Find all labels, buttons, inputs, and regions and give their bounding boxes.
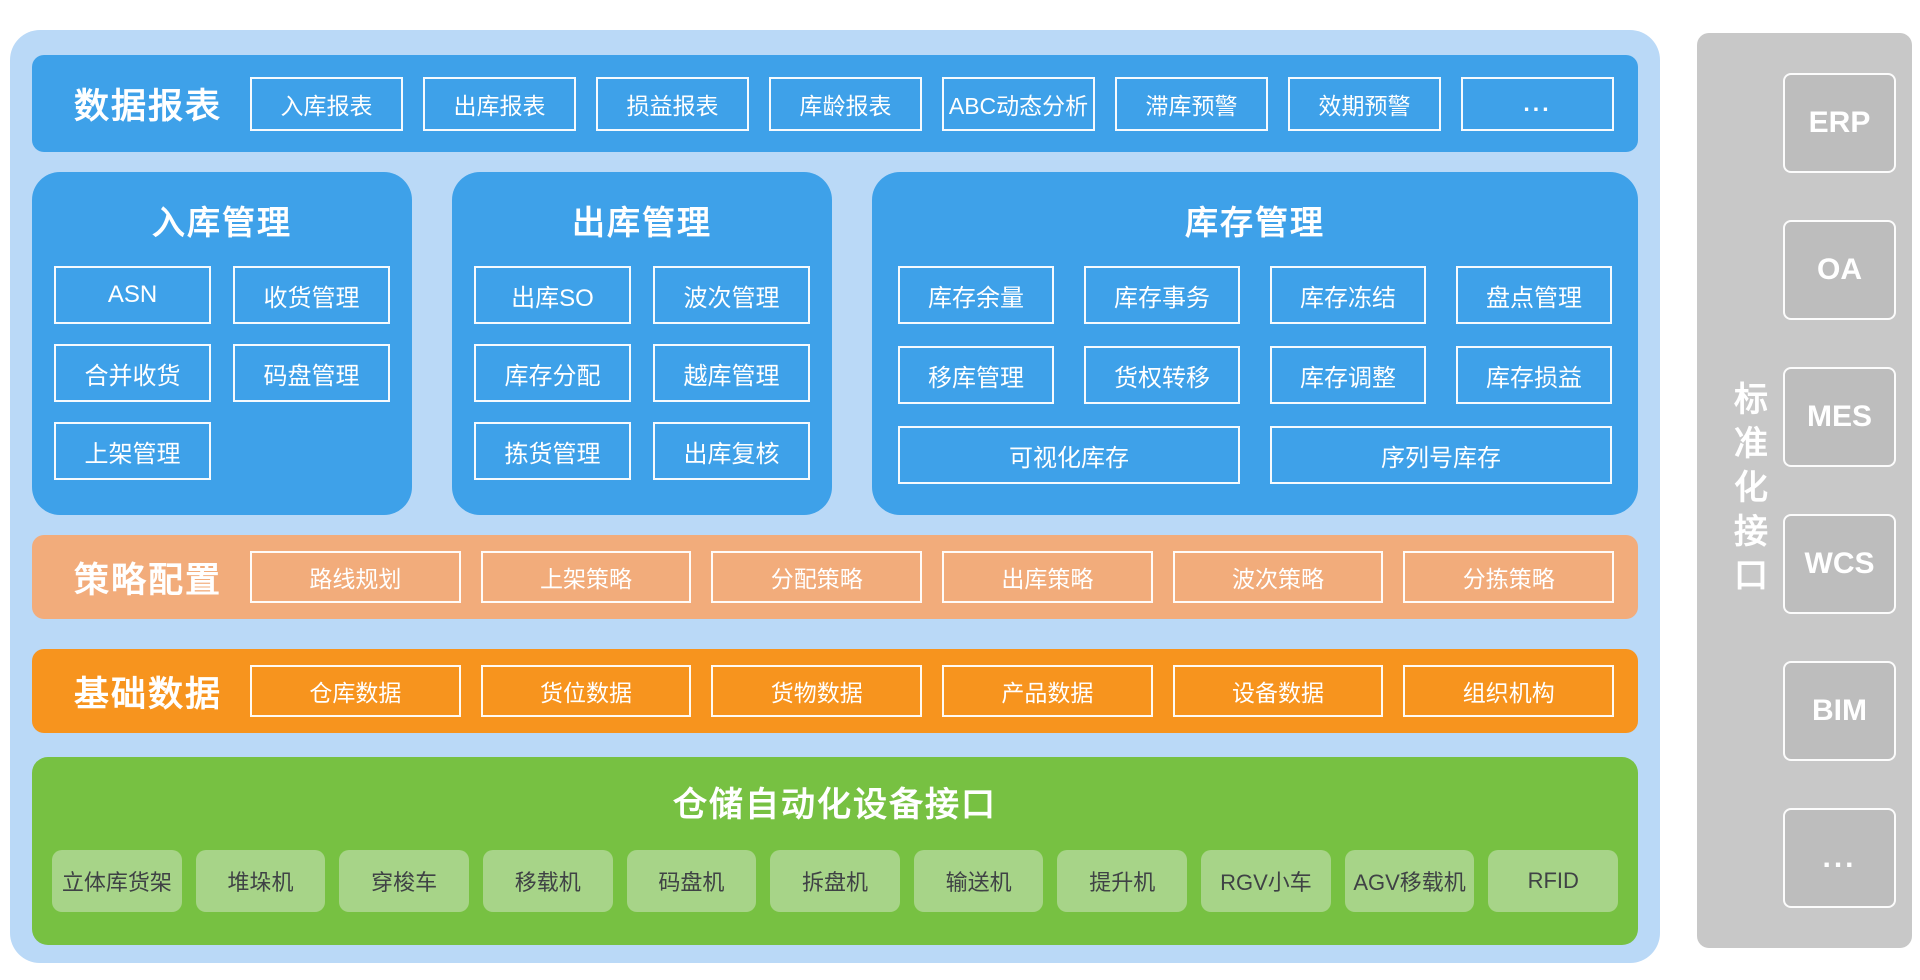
standard-interface-title: 标准化接口 [1728,380,1767,601]
standard-interface-panel: 标准化接口 ERP OA MES WCS BIM ... [1697,33,1912,948]
inbound-management-panel: 入库管理 ASN 收货管理 合并收货 码盘管理 上架管理 [32,172,412,515]
interface-item-mes: MES [1783,367,1896,467]
strategy-item-wave-strategy: 波次策略 [1172,551,1384,603]
report-item-outbound-report: 出库报表 [423,76,577,131]
module-picking-mgmt: 拣货管理 [474,422,631,480]
data-reports-items: 入库报表 出库报表 损益报表 库龄报表 ABC动态分析 滞库预警 效期预警 ..… [250,76,1615,131]
module-merge-receiving: 合并收货 [54,344,211,402]
module-relocation-mgmt: 移库管理 [898,346,1054,404]
automation-equipment-panel: 仓储自动化设备接口 立体库货架 堆垛机 穿梭车 移载机 码盘机 拆盘机 输送机 … [32,757,1638,945]
inbound-panel-grid: ASN 收货管理 合并收货 码盘管理 上架管理 [54,266,390,480]
module-putaway-mgmt: 上架管理 [54,422,211,480]
base-data-item-warehouse: 仓库数据 [250,665,461,717]
module-asn: ASN [54,266,211,324]
data-reports-bar: 数据报表 入库报表 出库报表 损益报表 库龄报表 ABC动态分析 滞库预警 效期… [32,55,1638,152]
device-asrs-rack: 立体库货架 [52,850,182,912]
report-item-more: ... [1461,76,1615,131]
device-conveyor: 输送机 [913,850,1044,912]
data-reports-title: 数据报表 [74,87,223,126]
strategy-item-route-planning: 路线规划 [250,551,461,603]
device-stacker-crane: 堆垛机 [195,850,326,912]
report-item-stock-age-report: 库龄报表 [769,76,923,131]
module-ownership-transfer: 货权转移 [1084,346,1240,404]
device-depalletizer: 拆盘机 [770,850,900,912]
device-rfid: RFID [1488,850,1619,912]
device-rgv-cart: RGV小车 [1201,850,1331,912]
module-receiving: 收货管理 [233,266,390,324]
base-data-item-location: 货位数据 [480,665,692,717]
strategy-item-outbound-strategy: 出库策略 [942,551,1153,603]
module-stocktaking-mgmt: 盘点管理 [1456,266,1612,324]
automation-equipment-title: 仓储自动化设备接口 [673,786,997,824]
module-outbound-so: 出库SO [474,266,631,324]
strategy-item-putaway-strategy: 上架策略 [480,551,692,603]
inventory-management-panel: 库存管理 库存余量 库存事务 库存冻结 盘点管理 移库管理 货权转移 库存调整 … [872,172,1638,515]
module-palletizing-mgmt: 码盘管理 [233,344,390,402]
report-item-inbound-report: 入库报表 [250,76,404,131]
base-data-item-goods: 货物数据 [711,665,923,717]
interface-item-oa: OA [1783,220,1896,320]
module-stock-allocation: 库存分配 [474,344,631,402]
module-cross-docking: 越库管理 [653,344,810,402]
report-item-profit-loss-report: 损益报表 [596,76,750,131]
device-transfer-machine: 移载机 [482,850,613,912]
inventory-panel-grid: 库存余量 库存事务 库存冻结 盘点管理 移库管理 货权转移 库存调整 库存损益 … [898,266,1612,484]
module-stock-adjustment: 库存调整 [1270,346,1426,404]
base-data-title: 基础数据 [74,674,223,714]
outbound-panel-grid: 出库SO 波次管理 库存分配 越库管理 拣货管理 出库复核 [474,266,810,480]
module-outbound-check: 出库复核 [653,422,810,480]
management-panels-row: 入库管理 ASN 收货管理 合并收货 码盘管理 上架管理 出库管理 出库SO 波… [32,172,1638,515]
device-shuttle-car: 穿梭车 [339,850,469,912]
base-data-item-equipment: 设备数据 [1172,665,1384,717]
inbound-panel-title: 入库管理 [152,204,292,241]
standard-interface-items: ERP OA MES WCS BIM ... [1779,73,1896,908]
module-visual-inventory: 可视化库存 [898,426,1240,484]
base-data-item-product: 产品数据 [942,665,1153,717]
interface-item-more: ... [1783,808,1896,908]
interface-item-bim: BIM [1783,661,1896,761]
outbound-panel-title: 出库管理 [572,204,712,241]
device-palletizer: 码盘机 [626,850,757,912]
strategy-config-items: 路线规划 上架策略 分配策略 出库策略 波次策略 分拣策略 [250,551,1615,603]
module-serial-number-inventory: 序列号库存 [1270,426,1612,484]
base-data-bar: 基础数据 仓库数据 货位数据 货物数据 产品数据 设备数据 组织机构 [32,649,1638,733]
device-lifter: 提升机 [1057,850,1188,912]
report-item-stagnant-stock-alert: 滞库预警 [1115,76,1269,131]
device-agv-transfer: AGV移载机 [1344,850,1475,912]
strategy-config-title: 策略配置 [74,560,223,600]
inventory-panel-title: 库存管理 [1185,204,1325,241]
interface-item-wcs: WCS [1783,514,1896,614]
module-stock-profit-loss: 库存损益 [1456,346,1612,404]
report-item-expiry-alert: 效期预警 [1288,76,1442,131]
module-stock-freeze: 库存冻结 [1270,266,1426,324]
strategy-item-allocation-strategy: 分配策略 [711,551,923,603]
module-stock-balance: 库存余量 [898,266,1054,324]
report-item-abc-analysis: ABC动态分析 [942,76,1096,131]
base-data-items: 仓库数据 货位数据 货物数据 产品数据 设备数据 组织机构 [250,665,1615,717]
module-wave-mgmt: 波次管理 [653,266,810,324]
outbound-management-panel: 出库管理 出库SO 波次管理 库存分配 越库管理 拣货管理 出库复核 [452,172,832,515]
wms-architecture-diagram: 数据报表 入库报表 出库报表 损益报表 库龄报表 ABC动态分析 滞库预警 效期… [10,30,1660,963]
module-stock-transaction: 库存事务 [1084,266,1240,324]
interface-item-erp: ERP [1783,73,1896,173]
strategy-item-sorting-strategy: 分拣策略 [1403,551,1615,603]
automation-equipment-items: 立体库货架 堆垛机 穿梭车 移载机 码盘机 拆盘机 输送机 提升机 RGV小车 … [52,850,1619,912]
base-data-item-organization: 组织机构 [1403,665,1615,717]
strategy-config-bar: 策略配置 路线规划 上架策略 分配策略 出库策略 波次策略 分拣策略 [32,535,1638,619]
